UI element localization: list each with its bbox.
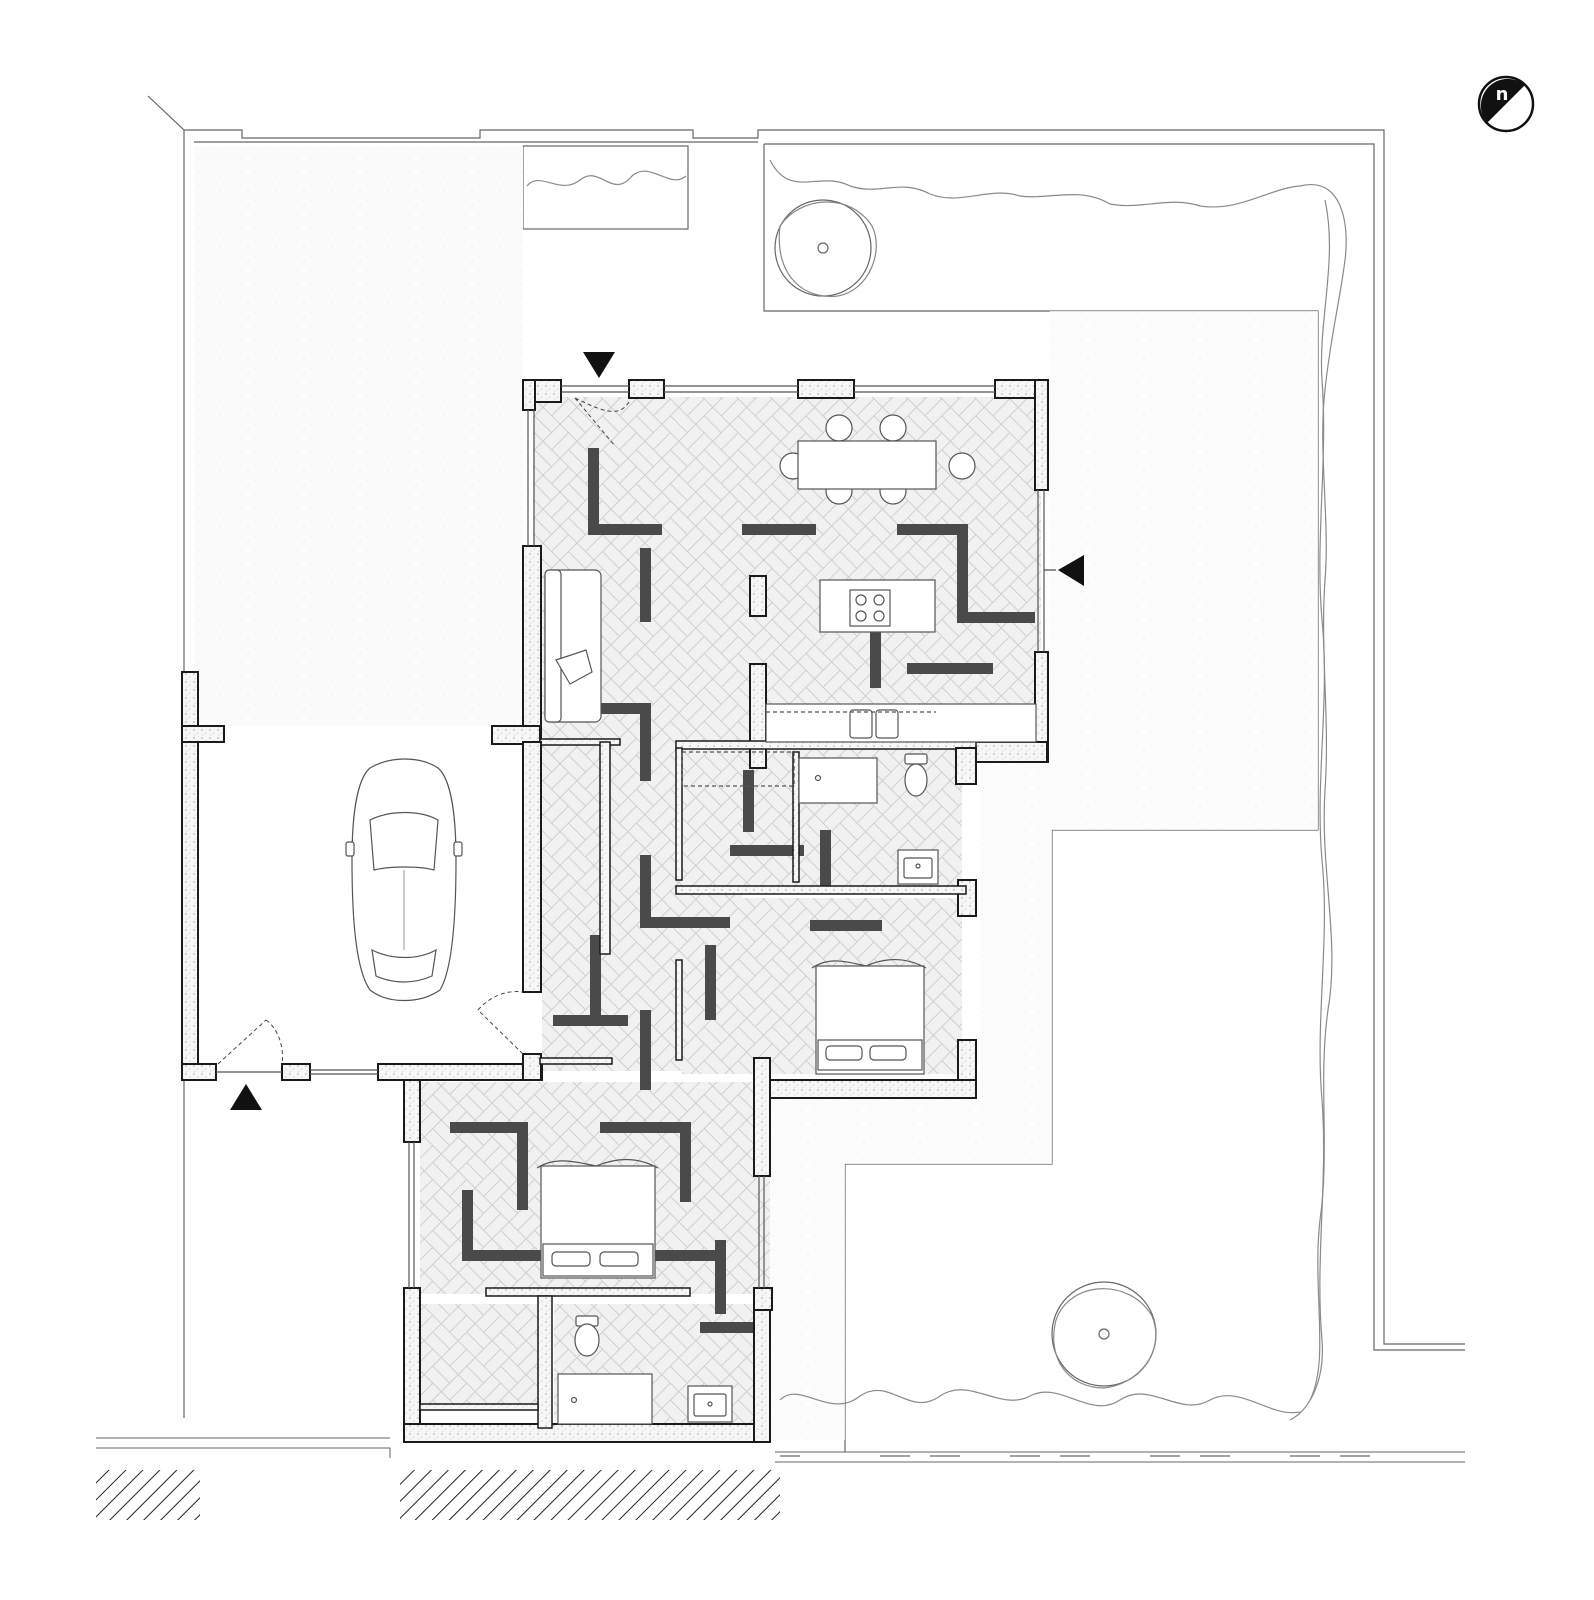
dining-chair xyxy=(879,414,907,442)
wall-garage-sw xyxy=(181,1063,217,1081)
street-hatch-center xyxy=(400,1470,780,1520)
floor-accent-strips xyxy=(450,448,1035,1333)
wall-garage-nw xyxy=(181,725,225,743)
car-icon xyxy=(345,758,463,1001)
kitchen-counter xyxy=(765,703,1037,743)
toilet-icon xyxy=(904,753,928,765)
wall-west-living xyxy=(522,545,542,743)
wall-nw-corner xyxy=(522,379,536,411)
partition-ensuite-shower xyxy=(419,1403,539,1411)
door-swing-garage-east xyxy=(477,991,524,1055)
hedge-east xyxy=(769,159,1347,1401)
bathroom-fixtures xyxy=(681,751,939,885)
dining-chair xyxy=(948,452,976,480)
shed xyxy=(522,145,689,230)
bathtub-icon xyxy=(798,757,878,804)
north-arrow-icon: n xyxy=(1477,75,1535,133)
wall-master-east-pier xyxy=(753,1287,773,1311)
ensuite-fixtures xyxy=(557,1315,733,1425)
door-swing-north xyxy=(574,397,631,447)
bed-master xyxy=(536,1158,659,1279)
entrance-arrow-up-icon xyxy=(230,1084,262,1110)
hedge-east-inner xyxy=(1289,199,1330,1421)
walls xyxy=(181,379,1049,1443)
wall-master-south xyxy=(403,1423,771,1443)
wall-master-east xyxy=(753,1287,771,1443)
partition-living-kitchen xyxy=(749,575,767,617)
wall-garage-s-pier xyxy=(281,1063,311,1081)
bed-bedroom xyxy=(811,958,927,1075)
shower-tray xyxy=(681,751,795,787)
furniture xyxy=(345,414,1037,1425)
wall-garage-se-return xyxy=(522,1053,542,1081)
toilet-bowl xyxy=(904,763,928,797)
kitchen-island xyxy=(819,579,936,633)
hob-icon xyxy=(849,589,891,627)
tree-south xyxy=(1051,1281,1157,1389)
plot-inner-line xyxy=(194,141,1465,1351)
partition-hall-bottom xyxy=(539,1057,613,1065)
wall-garage-se xyxy=(377,1063,543,1081)
dining-chair xyxy=(825,414,853,442)
glazing-lines xyxy=(216,385,1045,1288)
plot-boundary-north xyxy=(184,129,1465,1345)
floor-ensuite-left xyxy=(420,1304,538,1404)
street-line xyxy=(96,1437,1465,1463)
wall-garage-east xyxy=(522,741,542,993)
entrance-arrow-left-icon xyxy=(1058,555,1084,586)
partition-ensuite-mid xyxy=(537,1295,553,1429)
rear-lawn xyxy=(764,311,1318,1440)
lawn-area xyxy=(194,146,523,726)
wall-west-notch xyxy=(491,725,541,745)
partition-master-ensuite xyxy=(485,1287,691,1297)
partition-bath-bed xyxy=(675,885,967,895)
partition-bath-inner xyxy=(792,751,800,883)
wall-north-pier-2 xyxy=(797,379,855,399)
sofa xyxy=(544,569,602,723)
site-plot xyxy=(96,95,1465,1463)
compass-label: n xyxy=(1496,84,1509,105)
door-swing-garage-west xyxy=(217,1019,283,1065)
partition-bed-west xyxy=(675,959,683,1061)
entrance-markers xyxy=(230,352,1084,1110)
wall-bath-east xyxy=(955,747,977,785)
hedge-outline xyxy=(526,159,1347,1421)
partition-bath-west xyxy=(675,747,683,881)
wall-bed-sw-pier xyxy=(753,1057,771,1177)
hedge-south xyxy=(779,1389,1301,1414)
plot-boundary-west xyxy=(147,95,185,1418)
tree-north xyxy=(774,199,877,298)
hedge-north-shed xyxy=(526,170,687,187)
partition-hall-mid xyxy=(599,741,611,955)
street-hatch-west xyxy=(96,1470,200,1520)
sink-icon xyxy=(875,709,899,739)
door-swings xyxy=(217,397,631,1065)
entrance-arrow-down-icon xyxy=(583,352,615,378)
wall-north-pier-1 xyxy=(628,379,665,399)
sink-icon xyxy=(849,709,873,739)
dining-table xyxy=(779,414,976,505)
toilet-bowl xyxy=(574,1323,600,1357)
wall-kitchen-south xyxy=(974,741,1048,763)
wall-master-west-lower xyxy=(403,1287,421,1443)
wall-bed-south xyxy=(753,1079,977,1099)
wall-east-upper xyxy=(1034,379,1049,491)
wall-master-west xyxy=(403,1079,421,1143)
